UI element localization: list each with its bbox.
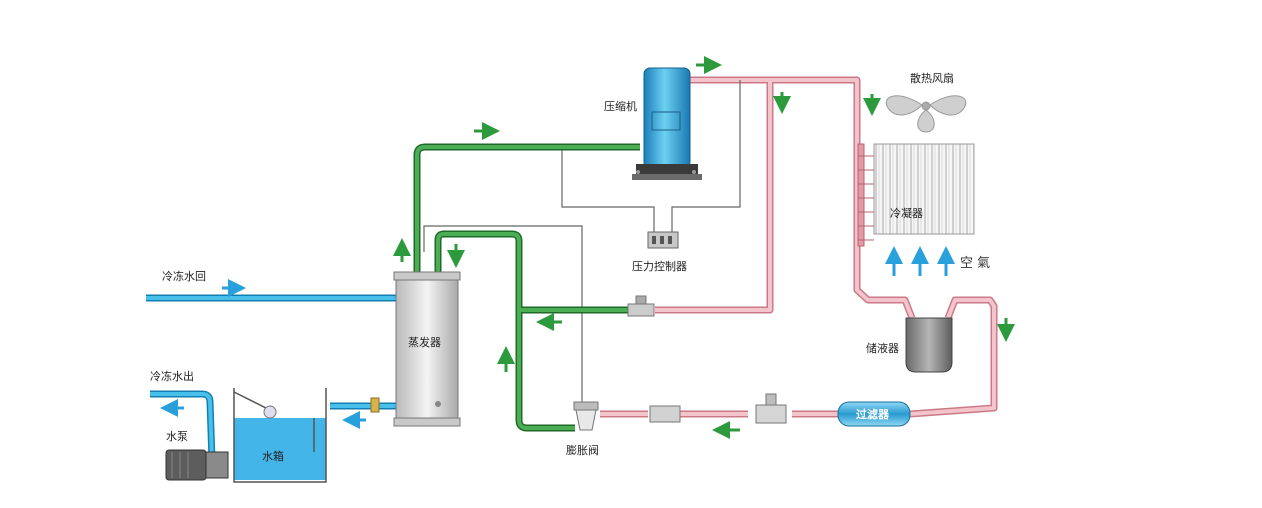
chilled-water-return-label: 冷冻水回 — [162, 269, 206, 283]
chilled-water-out-label: 冷冻水出 — [150, 369, 194, 383]
refrigerant-pipes — [600, 76, 998, 418]
sight-glass — [649, 405, 681, 423]
water-tank-label: 水箱 — [262, 449, 284, 463]
air-label: 空 氣 — [960, 256, 990, 271]
water-pipes — [146, 294, 398, 461]
pump-icon — [165, 449, 229, 481]
pressure-controller — [647, 231, 679, 249]
expansion-valve-label: 膨胀阀 — [566, 443, 599, 457]
green-flow-arrows — [393, 56, 1015, 439]
receiver-label: 储液器 — [866, 341, 899, 355]
expansion-valve — [573, 401, 599, 431]
evaporator-inlet-fitting — [370, 397, 380, 413]
evaporator — [393, 271, 461, 427]
air-flow-arrows — [885, 246, 955, 276]
compressor — [632, 67, 702, 180]
water-tank — [233, 388, 327, 483]
capillary-lines — [423, 80, 741, 404]
receiver — [905, 317, 953, 373]
evaporator-label: 蒸发器 — [408, 335, 441, 349]
filter-dryer — [837, 401, 911, 427]
filter-label: 过滤器 — [856, 407, 890, 421]
pump-label: 水泵 — [166, 430, 188, 443]
condenser — [857, 143, 975, 247]
fan-label: 散热风扇 — [910, 71, 954, 85]
fan-icon — [885, 95, 967, 133]
condenser-label: 冷凝器 — [890, 206, 923, 220]
pressure-controller-label: 压力控制器 — [632, 259, 687, 273]
check-valve — [627, 295, 655, 317]
compressor-label: 压缩机 — [604, 99, 637, 113]
blue-flow-arrows — [160, 279, 366, 429]
suction-pipes — [413, 143, 640, 432]
solenoid-valve — [755, 393, 787, 424]
